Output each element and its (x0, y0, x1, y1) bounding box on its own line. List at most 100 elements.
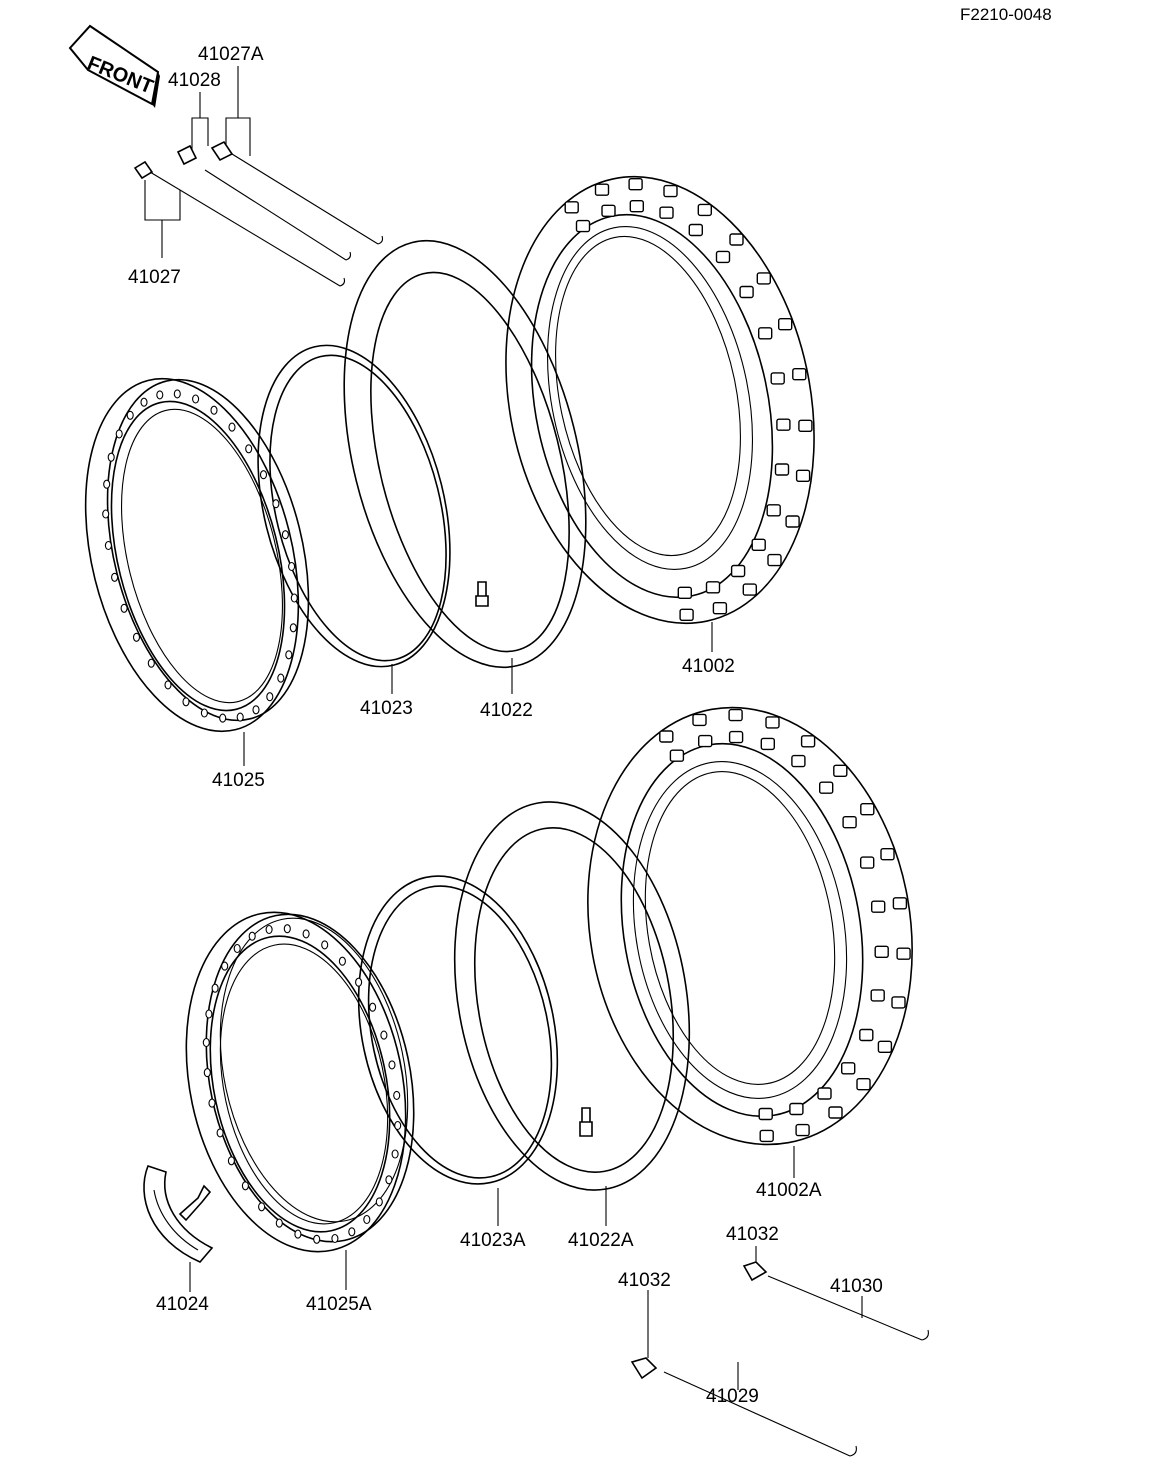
spoke-hole (277, 673, 285, 683)
spoke-hole (294, 1229, 302, 1239)
spoke-hole (302, 929, 310, 939)
tread-lug (800, 735, 816, 748)
spoke-hole (173, 389, 181, 399)
tread-lug (728, 730, 744, 744)
spoke-hole (205, 1009, 213, 1019)
tread-lug (860, 803, 875, 816)
spoke-hole (275, 1218, 283, 1228)
diagram-code: F2210-0048 (960, 5, 1052, 24)
tread-lug (712, 602, 728, 615)
tread-lug (677, 586, 692, 599)
spoke-hole (104, 540, 112, 551)
tread-lug (778, 318, 793, 331)
spoke-hole (227, 1156, 235, 1166)
spoke-hole (281, 530, 289, 540)
label-41025: 41025 (212, 770, 265, 791)
spoke-hole (103, 479, 111, 489)
label-41002: 41002 (682, 656, 735, 677)
spoke-hole (111, 572, 119, 582)
tread-lug (871, 900, 886, 913)
spoke-hole (107, 452, 115, 462)
tread-lug (776, 418, 791, 431)
label-41032-upper: 41032 (726, 1224, 779, 1245)
spoke-hole (241, 1181, 249, 1191)
spoke-hole (394, 1120, 402, 1131)
tread-lug (896, 947, 911, 960)
spoke-hole (385, 1175, 393, 1185)
spoke-hole (331, 1233, 339, 1244)
tread-lug (817, 1087, 832, 1100)
spoke-hole (210, 405, 218, 415)
spoke-hole (216, 1128, 224, 1138)
tread-lug (891, 996, 906, 1009)
tread-lug (705, 581, 721, 594)
spoke-hole (233, 943, 241, 954)
rear-inner-tube (453, 801, 691, 1226)
tread-lug (770, 372, 785, 385)
spoke-hole (115, 429, 123, 439)
tread-lug (760, 737, 775, 751)
spoke-hole (219, 713, 227, 723)
spoke-hole (182, 697, 190, 707)
tread-lug (659, 206, 674, 219)
tread-lug (758, 1107, 773, 1121)
tread-lug (715, 250, 731, 264)
spoke-hole (289, 623, 297, 633)
front-inner-tube (343, 239, 587, 694)
label-41022a: 41022A (568, 1230, 634, 1251)
tread-lug (841, 1062, 856, 1075)
tread-lug (877, 1040, 893, 1054)
tread-lug (856, 1077, 871, 1091)
spoke-hole (375, 1197, 383, 1207)
spoke-hole (132, 632, 141, 642)
spoke-hole (140, 397, 148, 407)
label-41028: 41028 (168, 70, 221, 91)
label-41029: 41029 (706, 1386, 759, 1407)
tread-lug (795, 1123, 810, 1137)
front-rim (84, 377, 310, 766)
spoke-hole (338, 956, 346, 966)
front-arrow-sign: FRONT (68, 24, 160, 108)
tread-lug (698, 734, 713, 748)
spoke-hole (248, 931, 256, 941)
tread-lug (842, 816, 857, 829)
tread-lug (659, 730, 674, 743)
spoke-hole (313, 1234, 321, 1244)
spoke-hole (258, 1202, 266, 1212)
tread-lug (880, 848, 895, 861)
spoke-hole (283, 924, 291, 934)
spoke-hole (126, 410, 134, 420)
spoke-hole (211, 983, 219, 993)
spoke-hole (236, 712, 244, 722)
tread-lug (739, 285, 754, 299)
tread-lug (692, 713, 707, 727)
label-41022: 41022 (480, 700, 533, 721)
label-41025a: 41025A (306, 1294, 372, 1315)
spoke-hole (156, 390, 164, 400)
spoke-hole (203, 1068, 211, 1078)
spoke-hole (259, 470, 268, 480)
rim-lock (143, 1165, 214, 1292)
spoke-hole (202, 1037, 210, 1048)
tread-lug (765, 716, 780, 729)
spoke-hole (285, 650, 293, 660)
tread-lug (628, 177, 643, 191)
tread-lug (766, 504, 781, 517)
label-41027: 41027 (128, 267, 181, 288)
tread-lug (756, 272, 771, 285)
tread-lug (564, 201, 579, 214)
tread-lug (870, 989, 885, 1002)
tread-lug (828, 1106, 843, 1119)
spoke-hole (363, 1214, 371, 1225)
label-41023: 41023 (360, 698, 413, 719)
rear-spokes (630, 1246, 929, 1457)
spoke-hole (228, 422, 236, 432)
spoke-hole (369, 1002, 377, 1012)
tread-lug (785, 515, 800, 528)
tread-lug (774, 463, 790, 476)
spoke-hole (393, 1090, 401, 1100)
tread-lug (789, 1102, 804, 1116)
label-41024: 41024 (156, 1294, 209, 1315)
spoke-hole (391, 1149, 399, 1159)
rear-rim (185, 911, 415, 1290)
